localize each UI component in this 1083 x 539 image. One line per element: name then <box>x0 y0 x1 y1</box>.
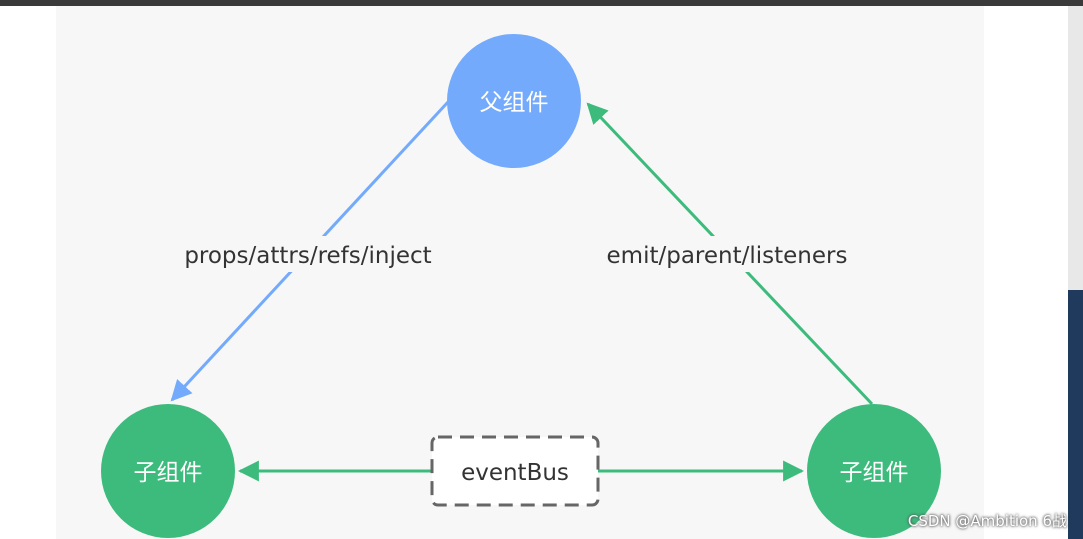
edge-label-parent-to-child: props/attrs/refs/inject <box>184 243 431 269</box>
csdn-watermark: CSDN @Ambition 6战 <box>907 512 1067 530</box>
event-bus-label: eventBus <box>461 460 569 486</box>
parent-component-label: 父组件 <box>480 90 549 116</box>
edge-label-bg-right <box>600 236 854 272</box>
right-margin <box>984 6 1068 539</box>
event-bus-box <box>430 435 600 507</box>
child-component-node-right <box>807 404 941 538</box>
child-component-node-left <box>101 404 235 538</box>
parent-component-node <box>447 34 581 168</box>
child-component-label-right: 子组件 <box>840 460 909 486</box>
edge-label-child-to-parent: emit/parent/listeners <box>607 243 848 269</box>
left-margin <box>0 6 56 539</box>
right-edge-dark <box>1068 290 1083 539</box>
edge-label-bg-left <box>176 236 440 272</box>
top-strip <box>0 0 1083 6</box>
child-component-label-left: 子组件 <box>134 460 203 486</box>
right-edge-light <box>1068 6 1083 290</box>
